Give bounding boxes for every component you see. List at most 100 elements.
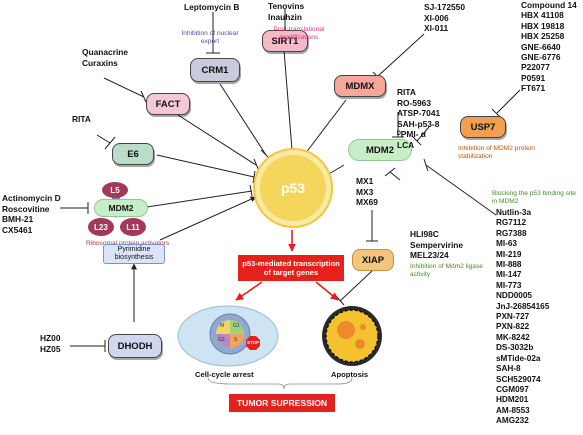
transcription-label: p53-mediated transcription of target gen… (242, 259, 340, 277)
drug-sempervirine: Sempervirine (410, 239, 464, 250)
transcription-box: p53-mediated transcription of target gen… (238, 255, 344, 281)
dhodh-node[interactable]: DHODH (108, 334, 162, 358)
stop-sign-label: STOP (247, 340, 260, 345)
drug-cx5461: CX5461 (2, 224, 33, 235)
drug-ndd0005: NDD0005 (496, 291, 532, 301)
drug-sch529074: SCH529074 (496, 374, 541, 384)
drug-jnj-26854165: JnJ-26854165 (496, 301, 550, 311)
drug-hbx-41108: HBX 41108 (521, 10, 564, 21)
drug-mel23-24: MEL23/24 (410, 250, 449, 261)
drug-mx3: MX3 (356, 186, 374, 197)
drug-leptomycin-b: Leptomycin B (184, 2, 240, 12)
mdm2-center-node[interactable]: MDM2 (348, 139, 412, 161)
ribosomal-complex[interactable]: L5 MDM2 L23 L11 (88, 182, 154, 240)
fact-drugs: Quanacrine Curaxins (82, 47, 128, 68)
drug-smtide-02a: sMTide-02a (496, 353, 541, 363)
mdm2-stabilization-note-text: Inhibition of MDM2 protein stabilization (458, 145, 535, 160)
drug-sj-172550: SJ-172550 (424, 2, 465, 12)
phase-g1: G1 (233, 323, 240, 329)
pyrimidine-label: Pyrimidine biosynthesis (114, 246, 154, 261)
l5-protein: L5 (102, 182, 128, 198)
sirt1-label: SIRT1 (271, 35, 299, 47)
p53-label: p53 (280, 180, 306, 196)
tumor-suppression-label: TUMOR SUPRESSION (236, 398, 328, 408)
drug-rg7388: RG7388 (496, 228, 527, 238)
xiap-node[interactable]: XIAP (352, 249, 394, 271)
mdm2-stabilization-drugs: RITA RO-5963 ATSP-7041 SAH-p53-8 ᴰPMI- α… (397, 87, 440, 151)
phase-m: M (220, 323, 225, 329)
drug-hz05: HZ05 (40, 343, 61, 354)
e6-node[interactable]: E6 (112, 143, 154, 165)
mdmx-to-p53-line (304, 99, 347, 155)
drug-p0591: P0591 (521, 72, 546, 83)
mdmx-node[interactable]: MDMX (334, 75, 386, 97)
drug-mx69: MX69 (356, 197, 378, 208)
p53-node[interactable]: p53 (255, 150, 331, 226)
sirt1-to-p53-line (283, 49, 293, 151)
drug-roscovitine: Roscovitine (2, 203, 50, 214)
binding-site-note: Blocking the p53 binding site in MDM2 (492, 190, 582, 206)
sirt1-node[interactable]: SIRT1 (262, 30, 308, 52)
phase-s: S (234, 337, 238, 343)
drug-sah-8: SAH-8 (496, 364, 521, 374)
e6-to-p53-line (156, 154, 255, 178)
leptomycin-drugs: Leptomycin B (184, 2, 239, 13)
drug-lca: LCA (397, 139, 415, 150)
drug-hli98c: HLI98C (410, 229, 439, 239)
l5-label: L5 (110, 185, 120, 195)
drug-curaxins: Curaxins (82, 57, 118, 68)
fact-node[interactable]: FACT (146, 93, 190, 115)
l11-label: L11 (126, 222, 140, 232)
crm1-label: CRM1 (201, 64, 229, 76)
drug-rita-e6: RITA (72, 114, 91, 124)
drug-tenovins: Tenovins (268, 1, 305, 11)
drug-hdm201: HDM201 (496, 395, 529, 405)
binding-site-note-text: Blocking the p53 binding site in MDM2 (492, 190, 576, 205)
mdm2-ligase-drugs: HLI98C Sempervirine MEL23/24 (410, 229, 463, 261)
ligase-note-text: Inhibition of Mdm2 ligase activity (410, 263, 483, 278)
drug-gne-6640: GNE-6640 (521, 41, 561, 52)
drug-ft671: FT671 (521, 83, 546, 94)
fact-label: FACT (155, 98, 181, 110)
drug-hbx-19818: HBX 19818 (521, 20, 565, 31)
mdmx-drugs: SJ-172550 XI-006 XI-011 (424, 2, 465, 34)
drug-dpmi-alpha: ᴰPMI- α (397, 129, 426, 140)
l23-protein: L23 (88, 218, 114, 236)
dhodh-drugs: HZ00 HZ05 (40, 333, 60, 354)
ribosomal-note-text: Ribosomal protein activators (86, 240, 169, 247)
mdm2-center-label: MDM2 (366, 144, 394, 156)
drug-mi-773: MI-773 (496, 280, 522, 290)
drug-gne-6776: GNE-6776 (521, 52, 561, 63)
e6-label: E6 (127, 148, 139, 160)
e6-drugs: RITA (72, 114, 91, 125)
drug-cgm097: CGM097 (496, 384, 529, 394)
l23-label: L23 (94, 222, 108, 232)
mdm2-complex-label: MDM2 (108, 203, 134, 213)
drug-actinomycin-d: Actinomycin D (2, 193, 61, 203)
usp7-node[interactable]: USP7 (460, 116, 506, 138)
pyrimidine-node[interactable]: Pyrimidine biosynthesis (103, 244, 165, 264)
ligase-note: Inhibition of Mdm2 ligase activity (410, 263, 484, 279)
usp7-label: USP7 (470, 121, 496, 133)
drug-sah-p53-8: SAH-p53-8 (397, 118, 440, 129)
drug-hz00: HZ00 (40, 333, 61, 343)
tumor-suppression-box: TUMOR SUPRESSION (229, 394, 335, 412)
drug-mi-147: MI-147 (496, 270, 522, 280)
crm1-node[interactable]: CRM1 (190, 58, 240, 82)
drug-mi-888: MI-888 (496, 260, 522, 270)
xiap-label: XIAP (361, 254, 385, 266)
phase-g2: G2 (218, 337, 225, 343)
ribosomal-drugs: Actinomycin D Roscovitine BMH-21 CX5461 (2, 193, 61, 235)
drug-xi-011: XI-011 (424, 23, 449, 34)
l11-protein: L11 (120, 218, 146, 236)
nuclear-export-note: Inhibition of nuclear export (180, 30, 240, 46)
post-translational-note: Post-translational modifications (256, 26, 342, 42)
usp7-to-mdm2-line (416, 126, 430, 142)
binding-to-mdm2-line (425, 164, 497, 216)
nuclear-export-note-text: Inhibition of nuclear export (181, 30, 239, 45)
drug-p22077: P22077 (521, 62, 550, 73)
ribosomal-note: Ribosomal protein activators (86, 240, 169, 248)
mdm2-stabilization-note: Inhibition of MDM2 protein stabilization (458, 145, 536, 161)
fact-to-p53-line (177, 114, 257, 166)
post-translational-note-text: Post-translational modifications (273, 26, 325, 41)
